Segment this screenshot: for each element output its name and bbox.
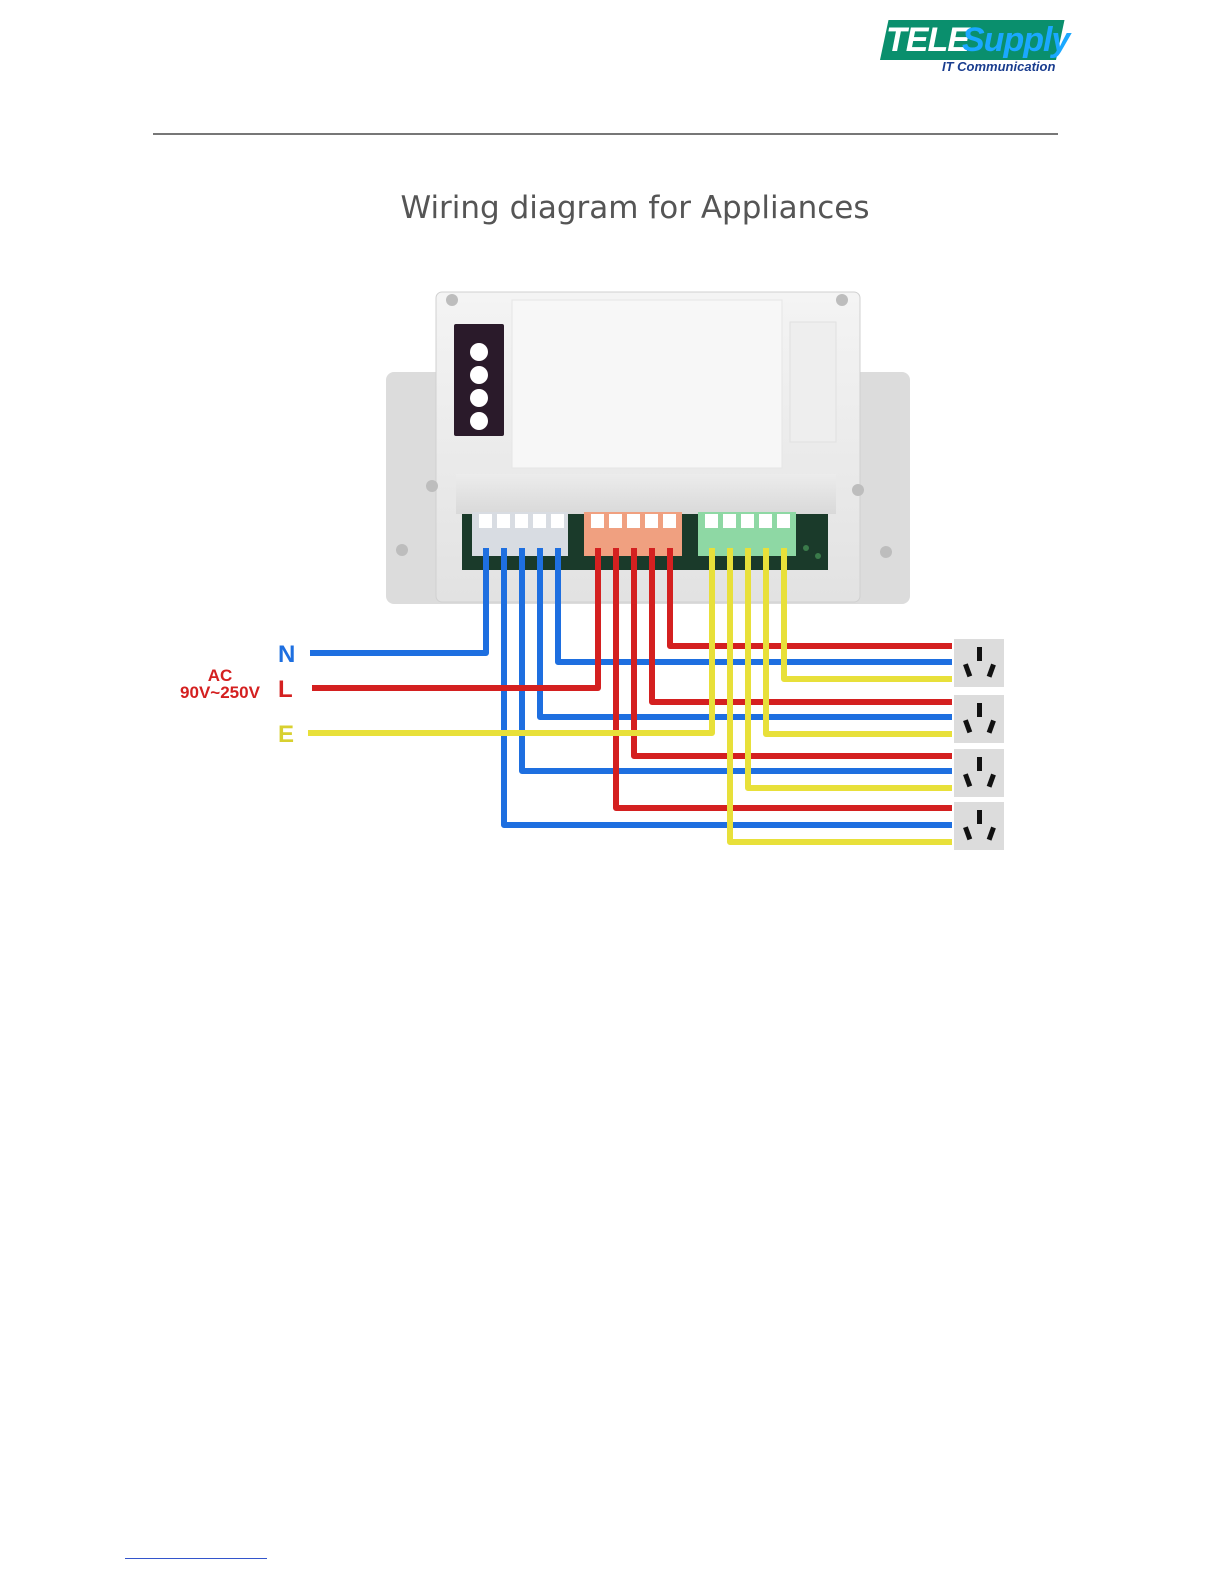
module-front-lip (456, 474, 836, 514)
pcb-pad (803, 545, 809, 551)
socket-icon (954, 802, 1004, 850)
socket-1 (954, 639, 1004, 687)
label-live: L (278, 676, 293, 703)
mount-hole (426, 480, 438, 492)
socket-4 (954, 802, 1004, 850)
mount-hole (836, 294, 848, 306)
diagram-title: Wiring diagram for Appliances (0, 190, 1224, 226)
mount-hole (446, 294, 458, 306)
channel-button-3 (470, 389, 488, 407)
mount-hole (396, 544, 408, 556)
mount-hole (880, 546, 892, 558)
channel-button-4 (470, 412, 488, 430)
relay-module (386, 292, 910, 604)
mount-hole (852, 484, 864, 496)
channel-button-2 (470, 366, 488, 384)
socket-3 (954, 749, 1004, 797)
label-neutral: N (278, 641, 295, 668)
header-divider (153, 133, 1058, 135)
logo-brand-tele: TELE (886, 21, 969, 60)
wiring-diagram: N L E AC 90V~250V (0, 270, 1224, 870)
socket-icon (954, 695, 1004, 743)
socket-2 (954, 695, 1004, 743)
module-label-area (512, 300, 782, 468)
footnote-divider (125, 1558, 267, 1559)
telesupply-logo: TELE Supply IT Communication (880, 20, 1058, 76)
module-side-panel (790, 322, 836, 442)
label-earth: E (278, 721, 294, 748)
socket-icon (954, 749, 1004, 797)
socket-icon (954, 639, 1004, 687)
channel-button-1 (470, 343, 488, 361)
label-voltage-range: 90V~250V (180, 683, 261, 702)
logo-tagline: IT Communication (942, 59, 1055, 74)
logo-brand-supply: Supply (962, 21, 1069, 60)
pcb-pad (815, 553, 821, 559)
